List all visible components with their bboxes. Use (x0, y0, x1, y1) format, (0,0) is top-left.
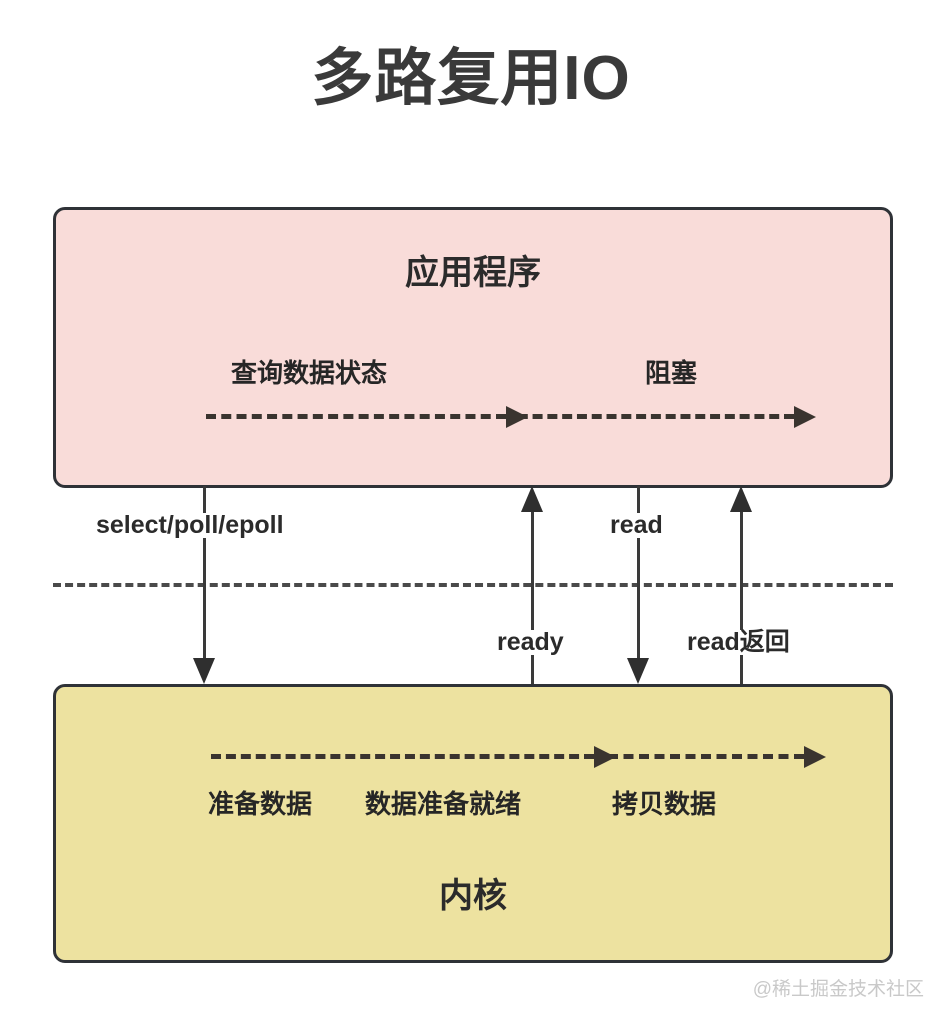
kernel-box: 内核 准备数据 数据准备就绪 拷贝数据 (53, 684, 893, 963)
kernel-step-prepare-data: 准备数据 (208, 789, 313, 819)
user-kernel-boundary-line (53, 583, 893, 587)
transition-arrow-ready (520, 486, 544, 684)
application-arrow-1 (206, 406, 528, 428)
transition-arrow-select-poll-epoll (192, 486, 216, 684)
kernel-step-copy-data: 拷贝数据 (612, 789, 717, 819)
transition-label-select-poll-epoll: select/poll/epoll (93, 513, 287, 538)
application-step-query-data-state: 查询数据状态 (231, 358, 388, 388)
application-box-title: 应用程序 (405, 254, 541, 292)
application-box: 应用程序 查询数据状态 阻塞 (53, 207, 893, 488)
transition-arrow-read (626, 486, 650, 684)
transition-label-ready: ready (494, 630, 567, 655)
transition-label-read-return: read返回 (684, 630, 793, 655)
application-arrow-2 (503, 406, 816, 428)
kernel-box-title: 内核 (439, 877, 507, 915)
kernel-step-data-ready: 数据准备就绪 (365, 789, 522, 819)
transition-arrow-read-return (729, 486, 753, 684)
application-step-block: 阻塞 (645, 358, 698, 388)
kernel-arrow-1 (211, 746, 616, 768)
page-title: 多路复用IO (311, 44, 631, 113)
transition-label-read: read (607, 513, 666, 538)
watermark: @稀土掘金技术社区 (752, 979, 924, 1000)
kernel-arrow-2 (608, 746, 826, 768)
